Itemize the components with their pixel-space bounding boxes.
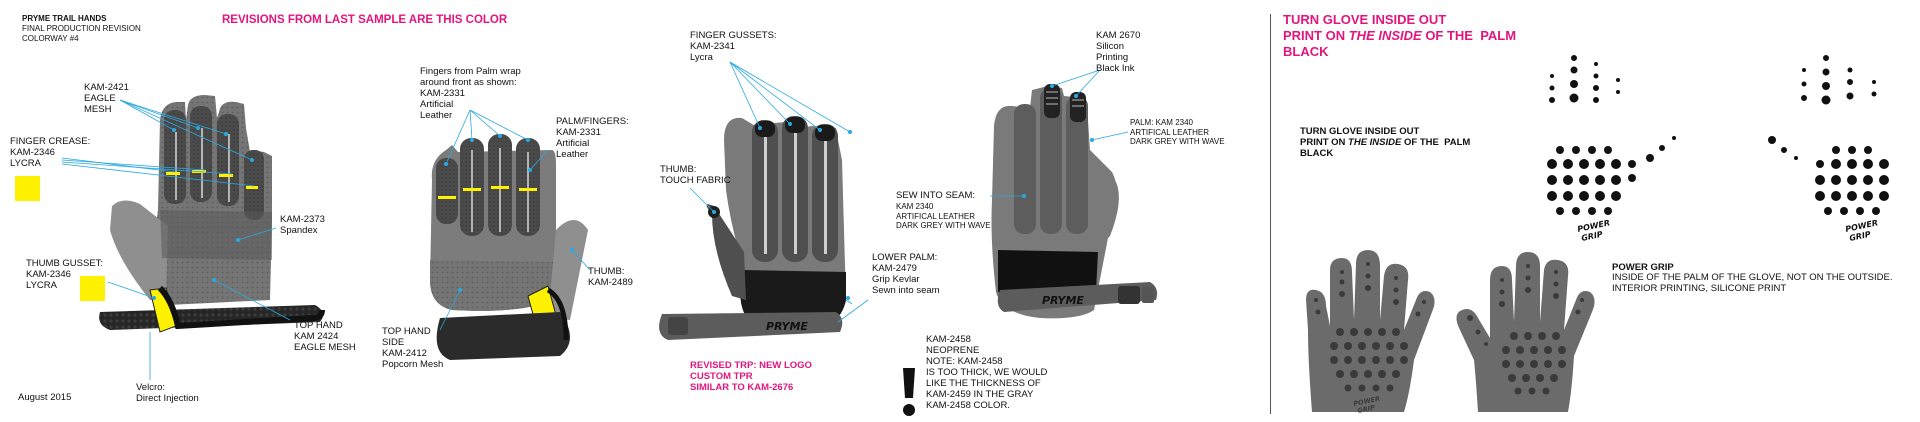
label-revised-trp: REVISED TRP: NEW LOGO CUSTOM TPR SIMILAR… [690,360,812,393]
inside-out-subheading: TURN GLOVE INSIDE OUT PRINT ON THE INSID… [1300,126,1471,159]
strap-logo-pryme-2: PRYME [1042,294,1084,307]
label-top-hand-side: TOP HAND SIDE KAM-2412 Popcorn Mesh [382,326,444,370]
power-grip-glove-left: POWER GRIP [1306,250,1435,415]
warning-exclamation-icon [903,368,915,416]
date-label: August 2015 [18,392,72,403]
label-finger-gussets: FINGER GUSSETS: KAM-2341 Lycra [690,30,777,63]
panel-divider [1270,14,1271,414]
swatch-thumb-gusset [80,276,105,301]
label-lower-palm: LOWER PALM: KAM-2479 Grip Kevlar Sewn in… [872,252,940,296]
strap-logo-pryme-1: PRYME [766,320,808,333]
power-grip-pattern-left [1547,55,1676,215]
label-thumb-gusset: THUMB GUSSET: KAM-2346 LYCRA [26,258,104,291]
power-grip-pattern-right [1768,55,1889,215]
swatch-finger-crease [15,176,40,201]
power-grip-description: INSIDE OF THE PALM OF THE GLOVE, NOT ON … [1612,272,1893,294]
finger-2 [190,106,212,202]
colorway-label: COLORWAY #4 [22,34,79,43]
power-grip-title: POWER GRIP [1612,262,1674,273]
finger-1 [164,110,186,204]
brand-label: PRYME TRAIL HANDS [22,14,107,23]
label-top-hand: TOP HAND KAM 2424 EAGLE MESH [294,320,356,353]
label-fingers-wrap: Fingers from Palm wrap around front as s… [420,66,521,121]
label-thumb-2489: THUMB: KAM-2489 [588,266,633,288]
label-thumb-touch: THUMB: TOUCH FABRIC [660,164,731,186]
svg-text:GRIP: GRIP [1357,403,1376,415]
finger-4 [244,150,264,220]
leaders-glove-1 [61,99,291,380]
label-neoprene: KAM-2458 NEOPRENE NOTE: KAM-2458 IS TOO … [926,334,1048,411]
label-sew-detail: KAM 2340 ARTIFICAL LEATHER DARK GREY WIT… [896,202,991,230]
glove-top-hand-view [15,95,325,333]
glove-side-view [430,134,588,360]
power-grip-glove-right [1456,252,1595,412]
inside-out-heading: TURN GLOVE INSIDE OUT PRINT ON THE INSID… [1283,12,1517,59]
glove-palm-view-2: PRYME [991,84,1158,319]
svg-text:GRIP: GRIP [1581,230,1604,243]
label-eagle-mesh: KAM-2421 EAGLE MESH [84,82,129,115]
label-sew-into-seam: SEW INTO SEAM: [896,190,976,201]
leaders-glove-2 [439,109,591,331]
label-silicon-printing: KAM 2670 Silicon Printing Black Ink [1096,30,1141,74]
revision-label: FINAL PRODUCTION REVISION [22,24,141,33]
label-finger-crease: FINGER CREASE: KAM-2346 LYCRA [10,136,91,169]
finger-3 [217,114,239,206]
label-spandex: KAM-2373 Spandex [280,214,325,236]
label-palm-fingers: PALM/FINGERS: KAM-2331 Artificial Leathe… [556,116,629,160]
glove-palm-view: PRYME [659,116,846,340]
label-velcro: Velcro: Direct Injection [136,382,199,404]
glove-thumb-light [110,200,168,300]
svg-text:GRIP: GRIP [1849,230,1872,243]
leaders-glove-4 [990,69,1129,197]
power-grip-logos: POWER GRIP POWER GRIP [1577,218,1879,243]
revisions-note: REVISIONS FROM LAST SAMPLE ARE THIS COLO… [222,14,508,26]
leaders-glove-3 [689,61,869,323]
label-palm-kam-2340: PALM: KAM 2340 ARTIFICAL LEATHER DARK GR… [1130,118,1225,146]
